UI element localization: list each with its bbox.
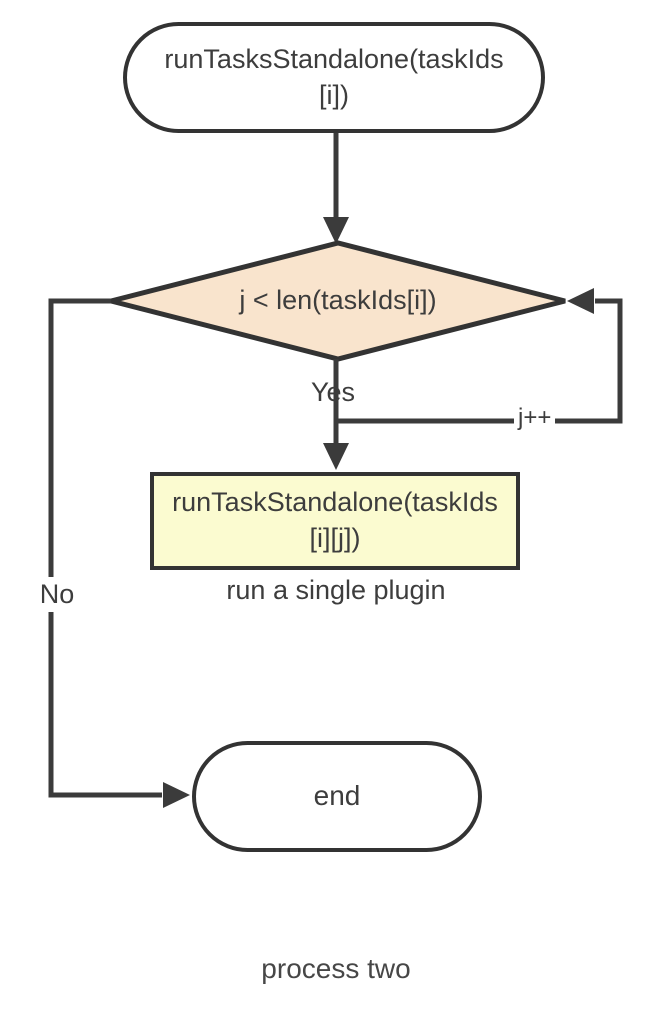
no-label: No (35, 577, 79, 612)
edge-increment-loop (336, 298, 623, 424)
end-node-label: end (313, 780, 361, 812)
yes-label: Yes (311, 377, 356, 407)
start-node-label: runTasksStandalone(taskIds[i]) (164, 43, 504, 110)
end-node[interactable]: end (192, 741, 482, 852)
arrowhead-into-process (323, 443, 349, 470)
decision-shape[interactable] (110, 240, 566, 362)
diagram-caption: process two (261, 953, 411, 984)
start-node[interactable]: runTasksStandalone(taskIds[i]) (123, 22, 545, 133)
arrowhead-into-decision-right (567, 288, 594, 314)
arrowhead-into-decision-top (323, 217, 349, 244)
arrowhead-into-end (163, 782, 190, 808)
edge-no-to-end (48, 298, 162, 798)
process-caption: run a single plugin (226, 575, 446, 605)
process-node-label: runTaskStandalone(taskIds[i][j]) (172, 487, 498, 553)
process-node[interactable]: runTaskStandalone(taskIds[i][j]) (150, 472, 520, 570)
increment-label: j++ (514, 404, 556, 432)
decision-label: j < len(taskIds[i]) (239, 285, 437, 315)
